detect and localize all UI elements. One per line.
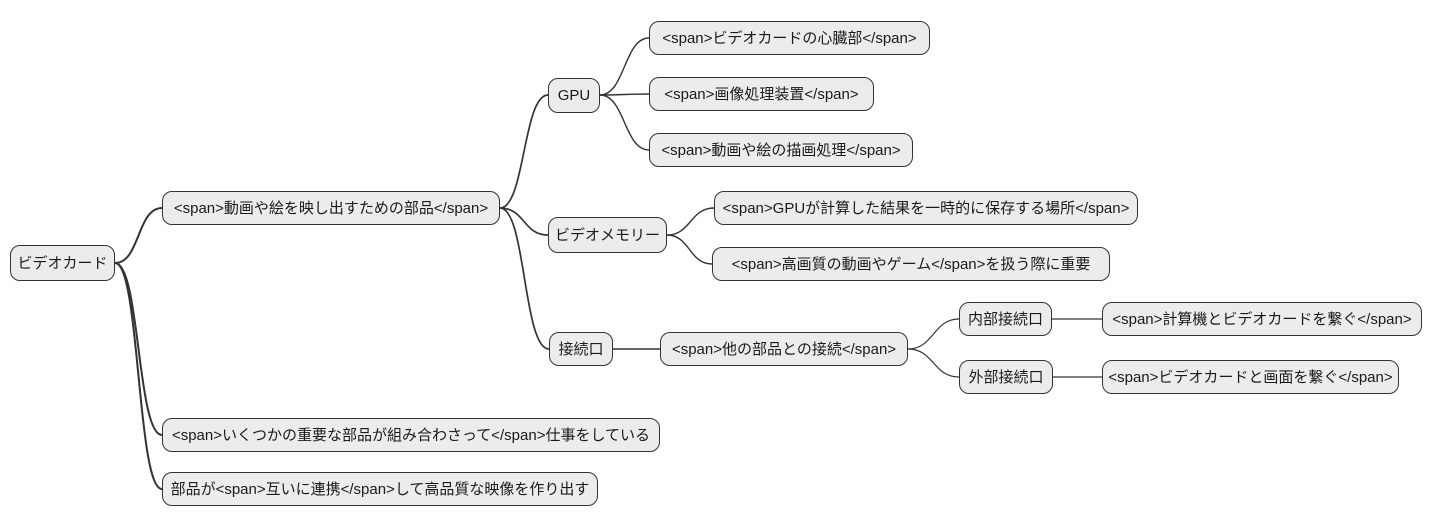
edge-gpu-to-draw [599, 94, 650, 151]
edge-gpu-to-heart [599, 37, 650, 96]
edge-root-to-cooperation [114, 262, 163, 490]
node-cooperation: 部品が<span>互いに連携</span>して高品質な映像を作り出す [162, 472, 598, 506]
node-combination: <span>いくつかの重要な部品が組み合わさって</span>仕事をしている [162, 418, 660, 452]
node-vram-important: <span>高画質の動画やゲーム</span>を扱う際に重要 [712, 247, 1110, 281]
node-purpose: <span>動画や絵を映し出すための部品</span> [162, 191, 500, 225]
edge-desc-to-internal [907, 318, 960, 350]
node-vram-store: <span>GPUが計算した結果を一時的に保存する場所</span> [714, 191, 1138, 225]
edge-desc-to-external [907, 348, 960, 378]
node-gpu-draw: <span>動画や絵の描画処理</span> [649, 133, 913, 167]
node-port-external-desc: <span>ビデオカードと画面を繋ぐ</span> [1102, 360, 1399, 394]
edge-root-to-combination [114, 262, 163, 436]
node-gpu-heart: <span>ビデオカードの心臓部</span> [649, 21, 930, 55]
edge-root-to-purpose [114, 207, 163, 264]
edge-purpose-to-ports [499, 207, 550, 350]
node-root: ビデオカード [10, 245, 115, 281]
node-port-internal: 内部接続口 [959, 302, 1052, 336]
edge-vram-to-store [666, 207, 715, 236]
node-gpu: GPU [548, 78, 600, 113]
edge-purpose-to-vram [499, 207, 549, 236]
node-ports-desc: <span>他の部品との接続</span> [660, 332, 908, 366]
node-vram: ビデオメモリー [548, 217, 667, 253]
node-ports: 接続口 [549, 332, 613, 366]
node-port-external: 外部接続口 [959, 360, 1053, 394]
edge-vram-to-important [666, 234, 713, 265]
edge-gpu-to-image [599, 93, 650, 96]
edge-purpose-to-gpu [499, 94, 549, 209]
node-port-internal-desc: <span>計算機とビデオカードを繋ぐ</span> [1102, 302, 1422, 336]
node-gpu-image: <span>画像処理装置</span> [649, 77, 874, 111]
